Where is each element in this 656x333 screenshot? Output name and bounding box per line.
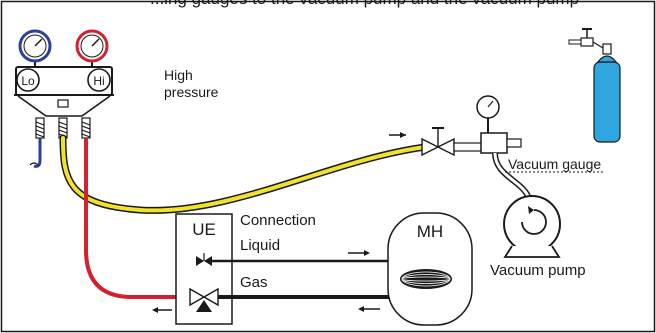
high-side-hose: [84, 138, 188, 299]
vacuum-pump-icon: [503, 195, 561, 258]
gauge-lo-label: Lo: [21, 74, 35, 88]
hose-break-mark: [29, 162, 39, 166]
high-pressure-label-line2: pressure: [164, 84, 219, 100]
mh-label: MH: [417, 222, 443, 241]
flow-arrow-icon: [348, 250, 370, 256]
charging-hose: [61, 136, 427, 213]
flow-arrow-icon: [152, 307, 172, 313]
connection-label: Connection: [240, 212, 316, 229]
hi-pressure-gauge-icon: [75, 29, 109, 68]
caption-partial: ...ing gauges to the vacuum pump and the…: [150, 0, 579, 8]
vacuum-gauge-icon: [476, 95, 522, 154]
liquid-service-valve-icon: [196, 253, 212, 266]
vacuum-gauge-label: Vacuum gauge: [508, 156, 601, 172]
flow-arrow-icon: [358, 306, 380, 312]
charging-hose-outline: [59, 134, 429, 214]
ball-valve-icon: [421, 127, 455, 157]
vacuum-hose: [493, 152, 530, 197]
low-side-hose: [33, 138, 42, 168]
liquid-label: Liquid: [240, 237, 280, 254]
gas-label: Gas: [240, 274, 268, 291]
manifold-gauge-icon: Lo Hi: [14, 29, 114, 139]
vacuum-pump-label: Vacuum pump: [490, 262, 586, 279]
ue-label: UE: [192, 220, 216, 239]
heat-exchanger-coil-icon: [400, 269, 452, 289]
nitrogen-cylinder-icon: [568, 28, 621, 143]
flow-arrow-icon: [389, 132, 406, 138]
hose-fitting: [453, 142, 485, 152]
mh-unit: [387, 212, 473, 326]
high-pressure-label-line1: High: [164, 67, 193, 83]
gauge-hi-label: Hi: [93, 74, 104, 88]
lo-pressure-gauge-icon: [18, 29, 52, 68]
